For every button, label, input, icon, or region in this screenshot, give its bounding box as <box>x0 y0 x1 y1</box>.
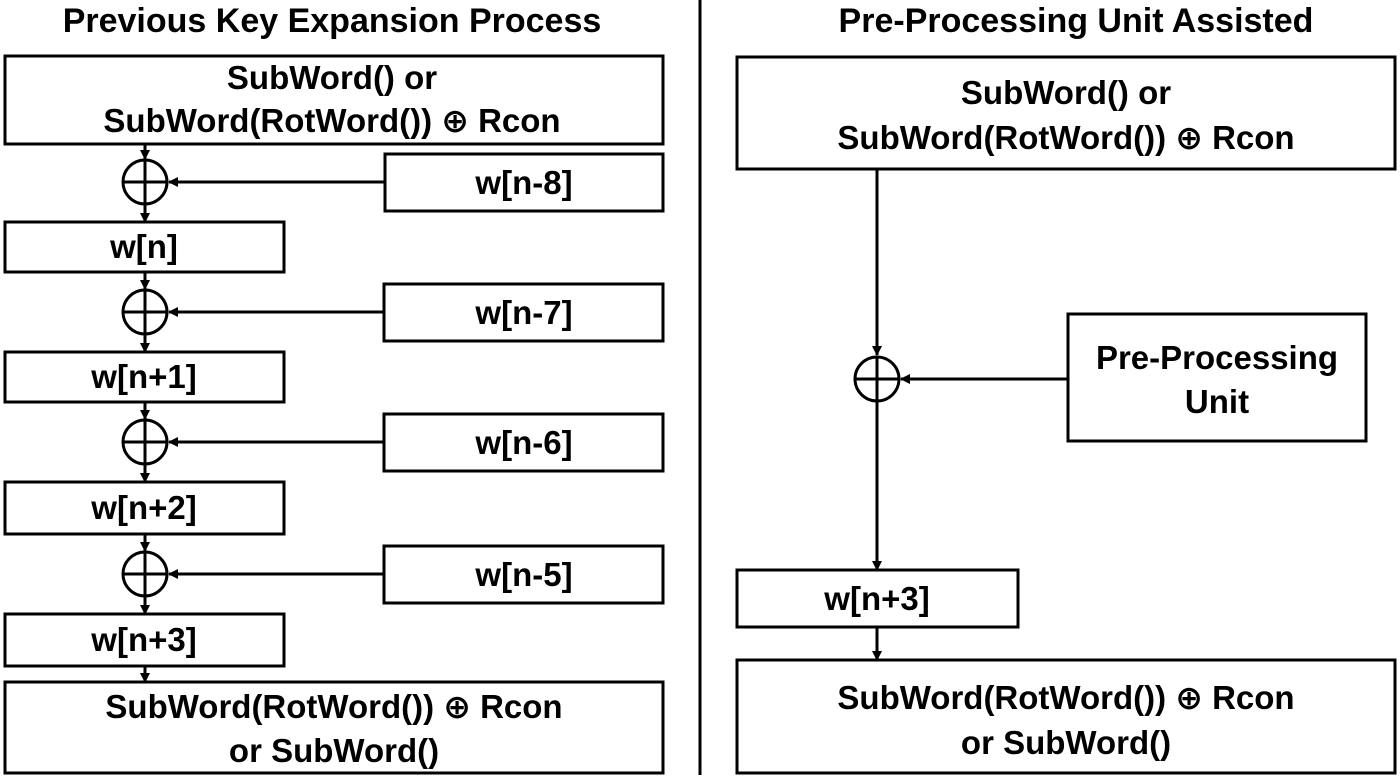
left-input-label-1: w[n-8] <box>474 164 572 201</box>
left-top-box <box>3 54 665 146</box>
right-bottom-box-line2: or SubWord() <box>961 724 1171 761</box>
right-word-label: w[n+3] <box>823 580 929 617</box>
left-word-box-3 <box>3 480 286 536</box>
right-bottom-box-line1: SubWord(RotWord()) ⊕ Rcon <box>837 679 1294 716</box>
right-top-box-line2: SubWord(RotWord()) ⊕ Rcon <box>837 119 1294 156</box>
right-top-box <box>735 55 1397 171</box>
left-input-box-4 <box>382 544 665 605</box>
preprocessing-unit-box <box>1066 312 1368 443</box>
left-bottom-box-line1: SubWord(RotWord()) ⊕ Rcon <box>105 688 562 725</box>
left-xor-1 <box>121 158 169 206</box>
left-input-label-3: w[n-6] <box>474 424 572 461</box>
left-input-box-3 <box>382 412 665 473</box>
left-word-label-2: w[n+1] <box>90 358 196 395</box>
left-xor-3 <box>121 418 169 466</box>
left-bottom-box-line2: or SubWord() <box>229 732 439 769</box>
left-input-box-2 <box>382 282 665 343</box>
left-word-label-4: w[n+3] <box>90 621 196 658</box>
left-word-box-4 <box>3 612 286 668</box>
left-word-box-2 <box>3 350 286 404</box>
left-bottom-box <box>3 680 665 775</box>
left-xor-4 <box>121 550 169 598</box>
left-input-label-4: w[n-5] <box>474 556 572 593</box>
left-input-label-2: w[n-7] <box>474 294 572 331</box>
right-xor <box>853 355 901 403</box>
preprocessing-unit-line1: Pre-Processing <box>1096 339 1338 376</box>
left-top-box-line1: SubWord() or <box>227 59 437 96</box>
left-xor-2 <box>121 288 169 336</box>
right-panel-title: Pre-Processing Unit Assisted <box>839 2 1314 40</box>
right-bottom-box <box>735 658 1397 775</box>
right-word-box <box>735 568 1020 629</box>
preprocessing-unit-line2: Unit <box>1185 383 1249 420</box>
right-top-box-line1: SubWord() or <box>961 74 1171 111</box>
left-top-box-line2: SubWord(RotWord()) ⊕ Rcon <box>103 102 560 139</box>
left-word-label-1: w[n] <box>109 228 178 265</box>
left-word-label-3: w[n+2] <box>90 489 196 526</box>
left-input-box-1 <box>383 152 665 213</box>
left-word-box-1 <box>3 220 286 274</box>
left-panel-title: Previous Key Expansion Process <box>63 2 602 40</box>
